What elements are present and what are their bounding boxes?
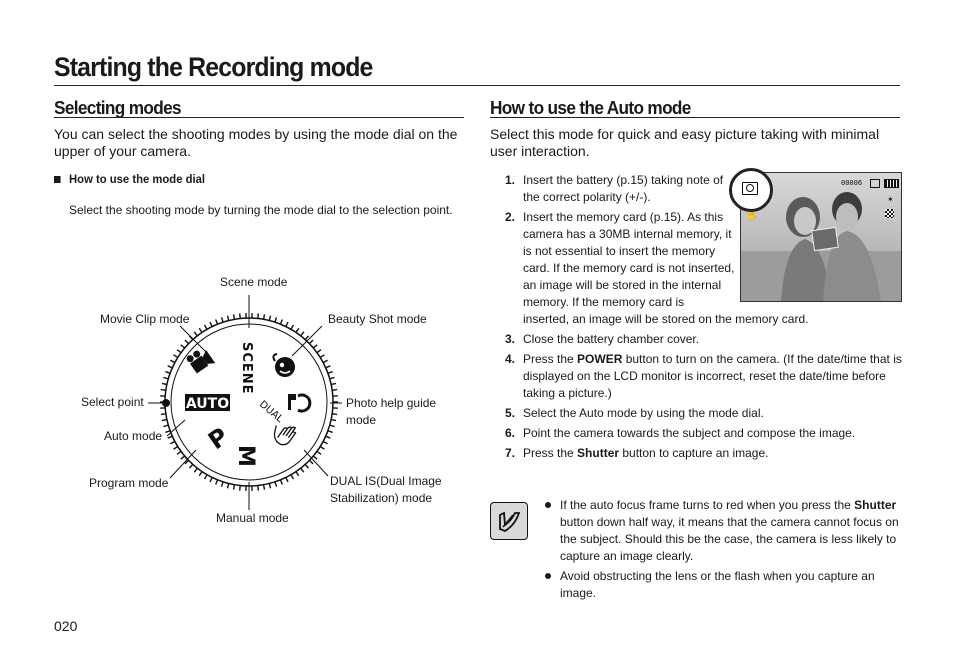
step-2: 2. Insert the memory card (p.15). As thi… xyxy=(505,210,809,326)
left-intro: You can select the shooting modes by usi… xyxy=(54,126,458,159)
beauty-leader xyxy=(291,325,323,357)
auto-mode-label: Auto mode xyxy=(104,429,163,443)
step-5: 5. Select the Auto mode by using the mod… xyxy=(505,406,764,420)
select-point-dot xyxy=(162,399,170,407)
dual-hand-icon xyxy=(273,425,297,446)
movie-clip-mode-label: Movie Clip mode xyxy=(100,312,190,326)
step-6: 6. Point the camera towards the subject … xyxy=(505,426,856,440)
auto-glyph: AUTO xyxy=(186,396,229,412)
auto-badge xyxy=(185,394,230,411)
auto-mode-notes: If the auto focus frame turns to red whe… xyxy=(543,497,903,605)
step-1: 1. Insert the battery (p.15) taking note… xyxy=(505,173,724,204)
shutter-keyword: Shutter xyxy=(577,446,620,460)
movie-clip-icon xyxy=(186,349,216,374)
beauty-shot-icon xyxy=(272,353,295,377)
quality-icon xyxy=(885,209,894,218)
photo-help-guide-label-2: mode xyxy=(346,413,377,427)
note-icon xyxy=(490,502,528,540)
movie-leader xyxy=(179,325,209,355)
photo-help-guide-label: Photo help guide xyxy=(346,396,437,410)
dual-is-mode-label-2: Stabilization) mode xyxy=(330,491,433,505)
square-bullet-icon xyxy=(54,175,61,183)
right-heading-rule xyxy=(490,117,900,118)
flash-icon: ✶ xyxy=(887,195,894,204)
page-title: Starting the Recording mode xyxy=(54,52,373,82)
dual-is-mode-label: DUAL IS(Dual Image xyxy=(330,474,442,488)
mode-dial-subheading-text: How to use the mode dial xyxy=(69,172,206,186)
scene-glyph: SCENE xyxy=(239,342,254,395)
battery-icon xyxy=(884,179,899,188)
selecting-modes-heading: Selecting modes xyxy=(54,97,182,118)
shot-counter: 00006 xyxy=(841,179,863,187)
program-mode-label: Program mode xyxy=(89,476,169,490)
auto-mode-icon-highlight xyxy=(729,168,773,212)
stabilizer-icon: ✋ xyxy=(746,211,759,222)
memory-icon xyxy=(870,179,880,188)
step-4: 4. Press the POWER button to turn on the… xyxy=(505,352,902,400)
right-intro: Select this mode for quick and easy pict… xyxy=(490,126,880,159)
dual-leader xyxy=(303,449,329,477)
mode-dial-subheading: How to use the mode dial xyxy=(54,172,205,186)
note-2: Avoid obstructing the lens or the flash … xyxy=(543,568,903,602)
program-leader xyxy=(169,449,197,479)
manual-mode-label: Manual mode xyxy=(216,511,289,525)
mode-dial-diagram: SCENE AUTO P M DUAL xyxy=(148,295,342,510)
auto-mode-steps: 1. Insert the battery (p.15) taking note… xyxy=(505,172,903,465)
step-3: 3. Close the battery chamber cover. xyxy=(505,332,700,346)
lcd-preview-photo: 00006 ✶ ✋ xyxy=(740,172,902,302)
auto-leader xyxy=(166,419,186,437)
shutter-note-keyword: Shutter xyxy=(854,498,897,512)
step-7: 7. Press the Shutter button to capture a… xyxy=(505,446,769,460)
scene-mode-label: Scene mode xyxy=(220,275,288,289)
power-keyword: POWER xyxy=(577,352,623,366)
photo-help-icon xyxy=(288,393,312,413)
manual-glyph: M xyxy=(233,445,258,467)
left-heading-rule xyxy=(54,117,464,118)
camera-icon xyxy=(742,182,758,195)
beauty-shot-mode-label: Beauty Shot mode xyxy=(328,312,427,326)
mode-dial-instruction: Select the shooting mode by turning the … xyxy=(69,203,453,217)
page-number: 020 xyxy=(54,618,78,634)
note-1: If the auto focus frame turns to red whe… xyxy=(543,497,903,565)
select-point-label: Select point xyxy=(81,395,144,409)
auto-mode-heading: How to use the Auto mode xyxy=(490,97,691,118)
title-rule xyxy=(54,85,900,86)
